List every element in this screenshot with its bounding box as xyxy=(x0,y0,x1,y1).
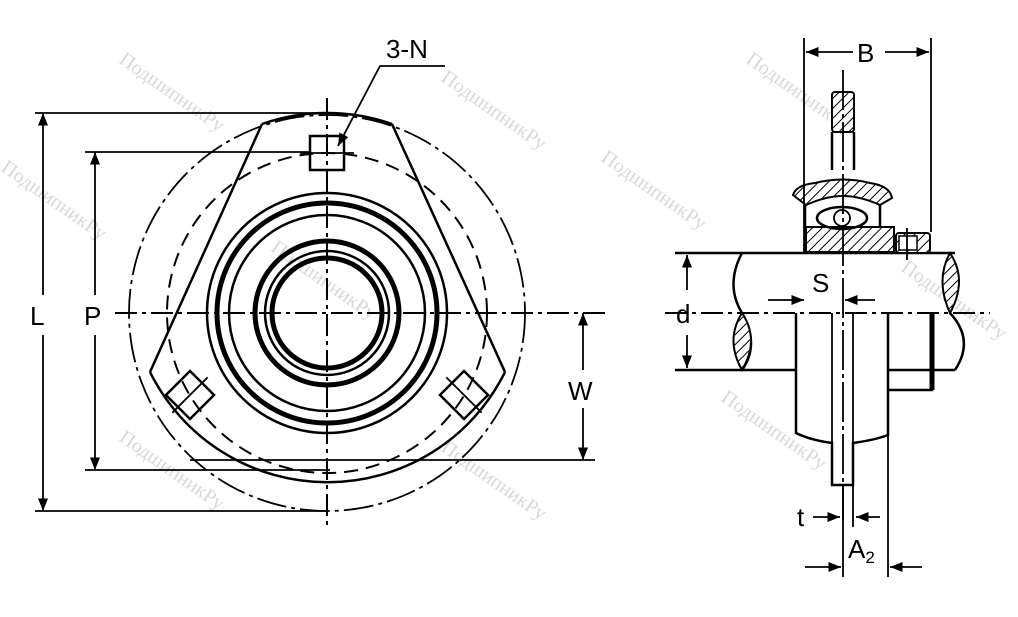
label-s: S xyxy=(812,268,829,298)
side-view: B S d t A2 xyxy=(665,38,990,577)
watermark: ПодшипникРу xyxy=(717,386,830,475)
label-p: P xyxy=(84,301,101,331)
watermark: ПодшипникРу xyxy=(437,66,550,155)
watermark: ПодшипникРу xyxy=(597,146,710,235)
label-a: A xyxy=(848,534,866,564)
watermark: ПодшипникРу xyxy=(437,436,550,525)
label-d: d xyxy=(676,299,690,329)
label-a2: A2 xyxy=(848,534,875,567)
watermarks: ПодшипникРу ПодшипникРу ПодшипникРу Подш… xyxy=(0,48,1011,525)
front-view: 3-N L P W xyxy=(30,34,605,530)
watermark: ПодшипникРу xyxy=(115,48,228,137)
label-a-subscript: 2 xyxy=(865,548,874,567)
label-l: L xyxy=(30,301,44,331)
label-3-n: 3-N xyxy=(386,34,428,64)
label-b: B xyxy=(857,38,874,68)
label-w: W xyxy=(568,376,593,406)
watermark: ПодшипникРу xyxy=(0,156,111,245)
label-t: t xyxy=(797,502,805,532)
